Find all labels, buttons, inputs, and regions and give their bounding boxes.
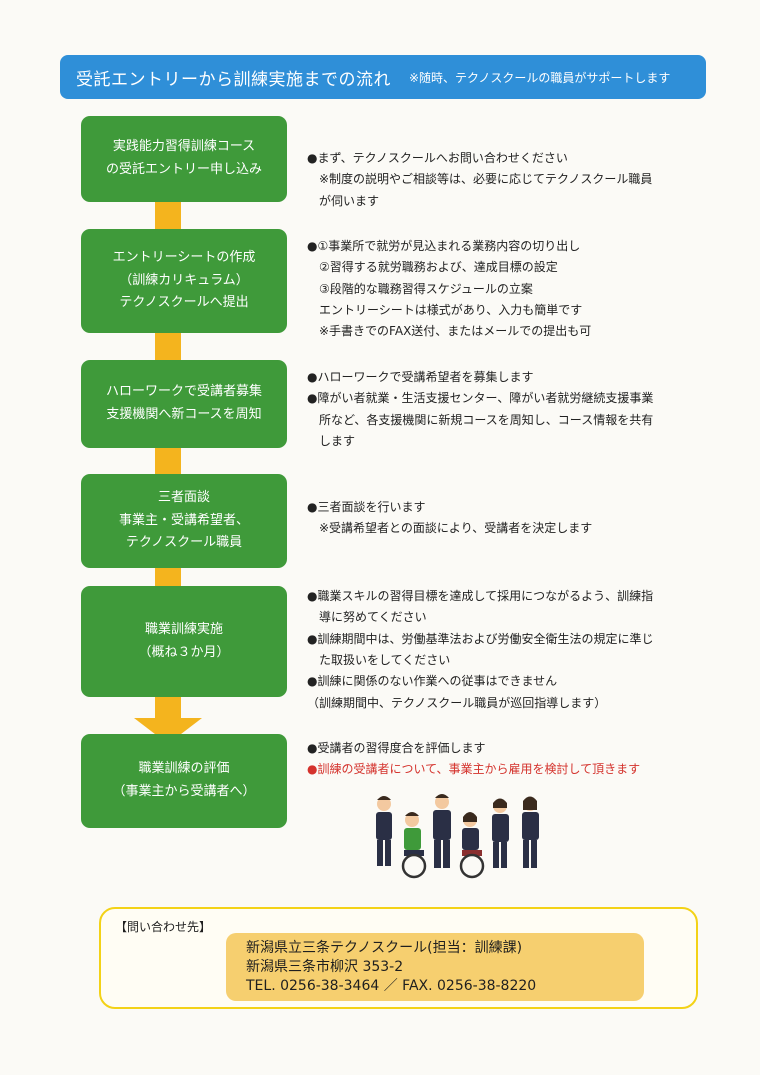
- desc-line: ②習得する就労職務および、達成目標の設定: [307, 260, 558, 275]
- flow-title: 受託エントリーから訓練実施までの流れ: [76, 69, 391, 90]
- person-6: [522, 796, 539, 868]
- step-label: 実践能力習得訓練コース: [112, 139, 256, 155]
- person-2-wheelchair: [401, 812, 427, 879]
- step-entry-sheet: エントリーシートの作成 （訓練カリキュラム） テクノスクールへ提出: [81, 229, 287, 333]
- desc-line: ●障がい者就業・生活支援センター、障がい者就労継続支援事業: [307, 391, 654, 406]
- step-label: 支援機関へ新コースを周知: [106, 407, 262, 422]
- contact-phone: TEL. 0256-38-3464 ／ FAX. 0256-38-8220: [246, 977, 537, 994]
- desc-line: ●三者面談を行います: [307, 500, 426, 514]
- desc-line: ●訓練期間中は、労働基準法および労働安全衛生法の規定に準じ: [307, 631, 654, 646]
- step-label: ハローワークで受講者募集: [105, 384, 262, 400]
- desc-line: ③段階的な職務習得スケジュールの立案: [307, 281, 533, 296]
- contact-org: 新潟県立三条テクノスクール(担当：訓練課): [246, 940, 523, 956]
- desc-line: します: [307, 434, 356, 449]
- step-three-party-interview: 三者面談 事業主・受講希望者、 テクノスクール職員: [81, 474, 287, 568]
- desc-line: ●ハローワークで受講希望者を募集します: [307, 370, 534, 384]
- step-entry-application: 実践能力習得訓練コース の受託エントリー申し込み: [81, 116, 287, 202]
- desc-line: 導に努めてください: [307, 610, 427, 625]
- desc-line: ●①事業所で就労が見込まれる業務内容の切り出し: [307, 239, 581, 253]
- step-label: （概ね３か月）: [138, 644, 230, 660]
- desc-line: ※制度の説明やご相談等は、必要に応じてテクノスクール職員: [307, 172, 653, 187]
- step-label: テクノスクール職員: [125, 535, 243, 551]
- step-label: の受託エントリー申し込み: [105, 162, 262, 177]
- desc-line-emphasis: ●訓練の受講者について、事業主から雇用を検討して頂きます: [307, 762, 641, 777]
- step-three-party-interview-desc: ●三者面談を行います ※受講希望者との面談により、受講者を決定します: [307, 497, 592, 540]
- desc-line: （訓練期間中、テクノスクール職員が巡回指導します）: [307, 695, 607, 710]
- desc-line: エントリーシートは様式があり、入力も簡単です: [307, 303, 583, 318]
- desc-line: ●訓練に関係のない作業への従事はできません: [307, 674, 558, 689]
- flow-header: 受託エントリーから訓練実施までの流れ ※随時、テクノスクールの職員がサポートしま…: [60, 55, 706, 99]
- step-label: （訓練カリキュラム）: [119, 272, 249, 288]
- desc-line: が伺います: [307, 193, 380, 208]
- step-label: 職業訓練実施: [144, 621, 223, 637]
- person-5: [492, 798, 509, 868]
- contact-address: 新潟県三条市柳沢 353-2: [246, 958, 404, 975]
- people-illustration: [376, 794, 539, 879]
- desc-line: 所など、各支援機関に新規コースを周知し、コース情報を共有: [307, 412, 654, 427]
- step-entry-application-desc: ●まず、テクノスクールへお問い合わせください ※制度の説明やご相談等は、必要に応…: [307, 148, 652, 212]
- step-training-evaluation: 職業訓練の評価 （事業主から受講者へ）: [81, 734, 287, 828]
- step-label: テクノスクールへ提出: [119, 295, 249, 311]
- desc-line: ※受講希望者との面談により、受講者を決定します: [307, 521, 593, 536]
- person-3: [433, 794, 451, 868]
- flow-note: ※随時、テクノスクールの職員がサポートします: [409, 70, 671, 85]
- desc-line: た取扱いをしてください: [307, 653, 451, 668]
- desc-line: ●受講者の習得度合を評価します: [307, 741, 486, 755]
- step-training-evaluation-desc: ●受講者の習得度合を評価します ●訓練の受講者について、事業主から雇用を検討して…: [307, 738, 640, 781]
- step-label: 三者面談: [157, 489, 210, 505]
- contact-label: 【問い合わせ先】: [115, 920, 212, 934]
- step-recruitment-desc: ●ハローワークで受講希望者を募集します ●障がい者就業・生活支援センター、障がい…: [307, 367, 653, 452]
- step-label: エントリーシートの作成: [112, 249, 256, 265]
- step-label: （事業主から受講者へ）: [112, 784, 256, 799]
- step-label: 事業主・受講希望者、: [118, 512, 249, 528]
- person-1: [376, 796, 392, 866]
- step-entry-sheet-desc: ●①事業所で就労が見込まれる業務内容の切り出し ②習得する就労職務および、達成目…: [307, 236, 591, 343]
- desc-line: ●職業スキルの習得目標を達成して採用につながるよう、訓練指: [307, 589, 654, 603]
- contact-details: 新潟県立三条テクノスクール(担当：訓練課) 新潟県三条市柳沢 353-2 TEL…: [226, 933, 644, 1001]
- contact-panel: 【問い合わせ先】 新潟県立三条テクノスクール(担当：訓練課) 新潟県三条市柳沢 …: [99, 907, 698, 1009]
- step-vocational-training: 職業訓練実施 （概ね３か月）: [81, 586, 287, 697]
- person-4-wheelchair: [459, 812, 485, 879]
- step-label: 職業訓練の評価: [138, 761, 230, 777]
- desc-line: ●まず、テクノスクールへお問い合わせください: [307, 151, 568, 165]
- step-vocational-training-desc: ●職業スキルの習得目標を達成して採用につながるよう、訓練指 導に努めてください …: [307, 586, 653, 714]
- desc-line: ※手書きでのFAX送付、またはメールでの提出も可: [307, 324, 592, 339]
- step-recruitment: ハローワークで受講者募集 支援機関へ新コースを周知: [81, 360, 287, 448]
